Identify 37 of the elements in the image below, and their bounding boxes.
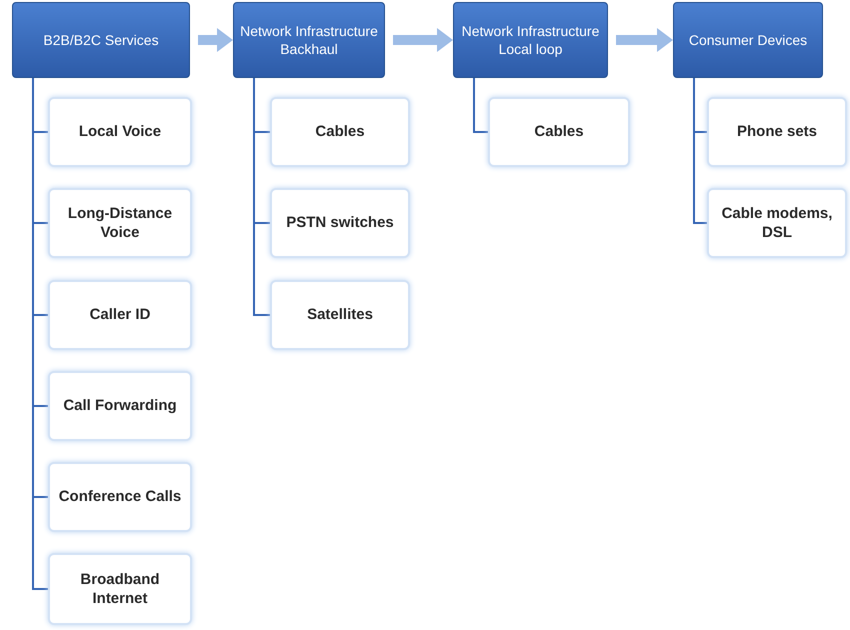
item-label: Caller ID	[90, 305, 150, 325]
category-label: B2B/B2C Services	[43, 30, 159, 50]
item-label: Long-Distance Voice	[66, 204, 174, 242]
category-box	[12, 2, 190, 78]
item-label: Cables	[534, 122, 584, 142]
item-label: Local Voice	[78, 122, 162, 142]
arrow	[393, 28, 453, 52]
connector-line	[473, 78, 488, 133]
item-label: Broadband Internet	[79, 570, 161, 608]
item-box	[48, 97, 192, 167]
category-box	[453, 2, 608, 78]
connector-line	[253, 78, 270, 316]
item-label: Call Forwarding	[63, 396, 177, 416]
item-box	[488, 97, 630, 167]
item-box	[707, 97, 847, 167]
item-box	[48, 280, 192, 350]
item-label: Cables	[315, 122, 365, 142]
category-box	[233, 2, 385, 78]
category-box	[673, 2, 823, 78]
category-label: Consumer Devices	[688, 30, 808, 50]
item-box	[270, 97, 410, 167]
item-label: PSTN switches	[286, 213, 394, 233]
item-box	[48, 188, 192, 258]
item-box	[270, 280, 410, 350]
arrow	[616, 28, 673, 52]
item-label: Phone sets	[736, 122, 818, 142]
item-box	[48, 462, 192, 532]
item-box	[48, 553, 192, 625]
item-label: Cable modems, DSL	[720, 204, 834, 242]
arrow	[198, 28, 233, 52]
category-label: Network Infrastructure Local loop	[460, 22, 600, 58]
item-box	[270, 188, 410, 258]
item-label: Satellites	[307, 305, 373, 325]
item-box	[48, 371, 192, 441]
item-label: Conference Calls	[58, 487, 182, 507]
category-label: Network Infrastructure Backhaul	[239, 22, 379, 58]
item-box	[707, 188, 847, 258]
